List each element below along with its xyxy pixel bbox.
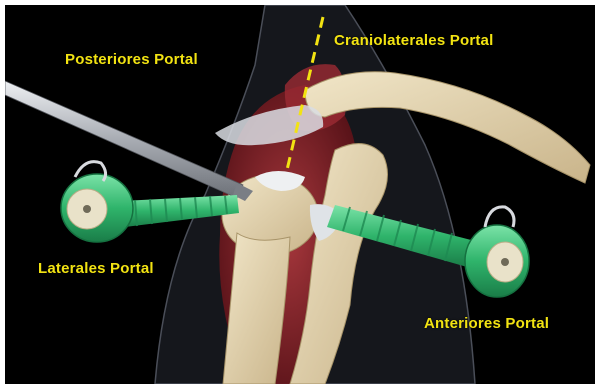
arthroscope-shaft (5, 81, 243, 198)
posterior-portal-label: Posteriores Portal (65, 51, 198, 68)
illustration-frame: Posteriores Portal Craniolaterales Porta… (5, 5, 595, 384)
lateral-portal-label: Laterales Portal (38, 260, 154, 277)
craniolateral-portal-label: Craniolaterales Portal (334, 32, 493, 49)
anterior-portal-label: Anteriores Portal (424, 315, 549, 332)
